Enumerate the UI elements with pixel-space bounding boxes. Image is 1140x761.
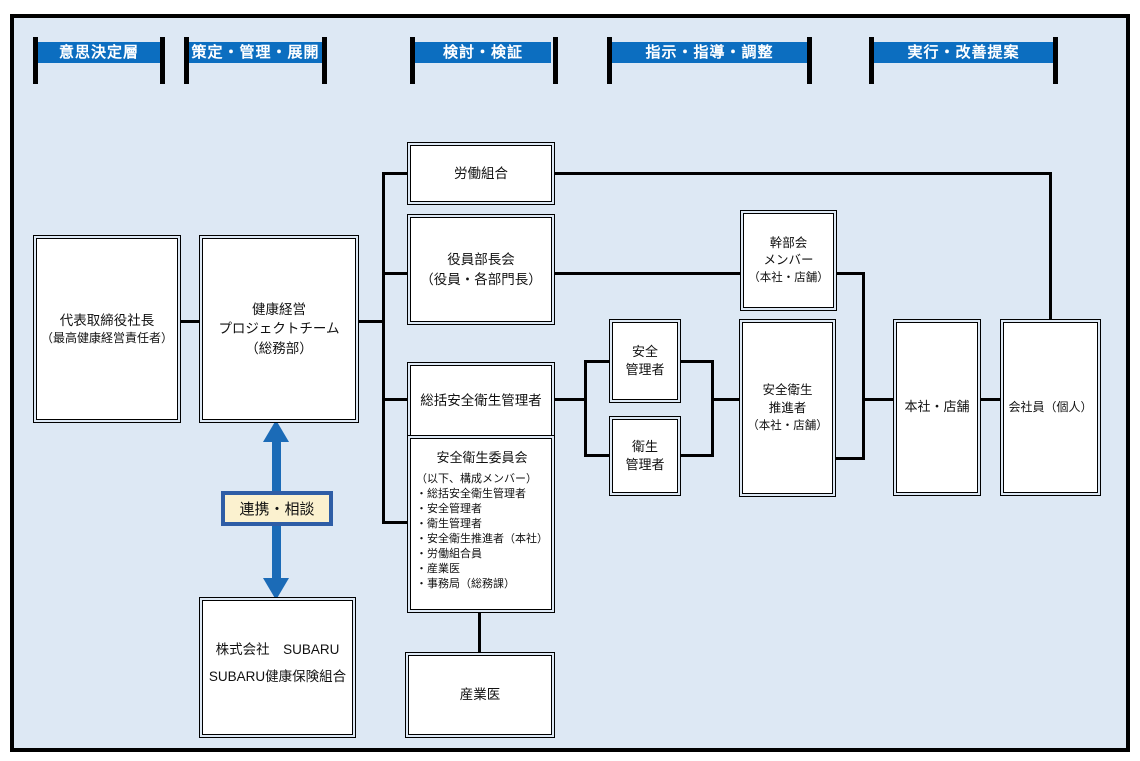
header-tick xyxy=(410,37,415,84)
committee-member: ・事務局（総務課） xyxy=(416,578,515,591)
header-plan-manage-deploy: 策定・管理・展開 xyxy=(189,42,322,63)
box-text: 株式会社 SUBARU xyxy=(215,641,340,657)
committee-member: ・安全管理者 xyxy=(416,503,482,516)
box-employees: 会社員（個人） xyxy=(1003,322,1098,493)
line-office-to-employee xyxy=(978,398,1003,401)
box-text: 産業医 xyxy=(459,687,501,703)
header-instruct-guide-adjust: 指示・指導・調整 xyxy=(612,42,807,63)
header-tick xyxy=(553,37,558,84)
box-hygiene-manager: 衛生 管理者 xyxy=(612,419,678,493)
box-text: 安全 xyxy=(631,343,658,359)
box-head-office-stores: 本社・店舗 xyxy=(896,322,978,493)
arrow-down-icon xyxy=(263,578,289,600)
riser-kanbu-vertical xyxy=(862,272,865,460)
line-kanbu-to-riser xyxy=(834,272,865,275)
box-text: 管理者 xyxy=(625,457,665,472)
header-tick xyxy=(184,37,189,84)
box-safety-manager: 安全 管理者 xyxy=(612,322,678,400)
committee-member: ・産業医 xyxy=(416,563,460,576)
box-text: 本社・店舗 xyxy=(904,399,970,415)
box-text: プロジェクトチーム xyxy=(218,321,340,337)
line-trunk-to-committee xyxy=(384,521,410,524)
box-text: （本社・店舗） xyxy=(748,272,829,285)
box-text: 代表取締役社長 xyxy=(59,312,155,328)
box-safety-health-committee: 安全衛生委員会 （以下、構成メンバー） ・総括安全衛生管理者 ・安全管理者 ・衛… xyxy=(410,438,552,610)
committee-member: ・衛生管理者 xyxy=(416,518,482,531)
committee-member: ・総括安全衛生管理者 xyxy=(416,488,526,501)
line-down-to-employee xyxy=(1049,172,1052,322)
committee-title: 安全衛生委員会 xyxy=(436,450,528,465)
line-chief-to-bracket xyxy=(552,398,586,401)
box-text: 管理者 xyxy=(625,362,665,377)
committee-member: ・安全衛生推進者（本社） xyxy=(416,533,548,546)
box-labor-union: 労働組合 xyxy=(410,145,552,202)
cooperation-consultation-label: 連携・相談 xyxy=(221,491,333,526)
header-tick xyxy=(33,37,38,84)
line-riser-to-promoter xyxy=(833,457,862,460)
box-text: （本社・店舗） xyxy=(747,419,828,432)
line-union-to-right xyxy=(552,172,1052,175)
box-management-meeting-members: 幹部会 メンバー （本社・店舗） xyxy=(743,213,834,308)
header-tick xyxy=(607,37,612,84)
line-trunk-to-chief xyxy=(384,398,410,401)
line-riser-to-office xyxy=(865,398,896,401)
box-text: SUBARU健康保険組合 xyxy=(208,668,347,684)
box-text: 総括安全衛生管理者 xyxy=(420,393,542,409)
box-safety-health-promoter: 安全衛生 推進者 （本社・店舗） xyxy=(742,322,833,494)
committee-member: （以下、構成メンバー） xyxy=(416,473,537,486)
header-tick xyxy=(869,37,874,84)
line-hygiene-to-bracket xyxy=(678,454,714,457)
box-text: 推進者 xyxy=(768,400,807,415)
box-text: （最高健康経営責任者） xyxy=(40,331,173,346)
box-text: 会社員（個人） xyxy=(1008,399,1093,414)
box-text: 安全衛生 xyxy=(762,383,813,398)
line-trunk-to-union xyxy=(384,172,410,175)
box-text: 労働組合 xyxy=(454,165,508,181)
box-text: （役員・各部門長） xyxy=(420,271,542,287)
bracket-right-vertical xyxy=(711,360,714,457)
line-bracket-to-safety xyxy=(586,360,612,363)
line-trunk-to-exec xyxy=(384,272,410,275)
box-text: メンバー xyxy=(763,253,814,268)
box-text: （総務部） xyxy=(245,340,313,356)
line-ceo-to-pj xyxy=(178,320,202,323)
header-execute-improve: 実行・改善提案 xyxy=(874,42,1053,63)
box-executive-meeting: 役員部長会 （役員・各部門長） xyxy=(410,217,552,322)
box-health-project-team: 健康経営 プロジェクトチーム （総務部） xyxy=(202,238,356,420)
committee-member: ・労働組合員 xyxy=(416,548,482,561)
header-review-verify: 検討・検証 xyxy=(415,42,551,63)
line-bracket-to-hygiene xyxy=(586,454,612,457)
line-committee-to-doctor xyxy=(478,610,481,655)
box-chief-safety-health-manager: 総括安全衛生管理者 xyxy=(410,365,552,437)
box-subaru-health-insurance: 株式会社 SUBARU SUBARU健康保険組合 xyxy=(202,600,353,735)
box-text: 衛生 xyxy=(631,438,658,454)
box-text: 役員部長会 xyxy=(447,252,515,268)
line-exec-to-kanbu xyxy=(552,272,743,275)
line-pj-to-trunk xyxy=(356,320,384,323)
header-decision-layer: 意思決定層 xyxy=(38,42,160,63)
header-tick xyxy=(160,37,165,84)
arrow-up-icon xyxy=(263,420,289,442)
header-tick xyxy=(322,37,327,84)
line-safety-to-bracket xyxy=(678,360,714,363)
line-trunk-vertical xyxy=(382,172,385,524)
box-text: 幹部会 xyxy=(769,235,808,250)
box-text: 健康経営 xyxy=(252,302,306,318)
header-tick xyxy=(807,37,812,84)
line-bracket-to-promoter xyxy=(714,398,742,401)
header-tick xyxy=(1053,37,1058,84)
box-president: 代表取締役社長 （最高健康経営責任者） xyxy=(36,238,178,420)
box-industrial-physician: 産業医 xyxy=(408,655,552,735)
bracket-left-vertical xyxy=(584,360,587,457)
